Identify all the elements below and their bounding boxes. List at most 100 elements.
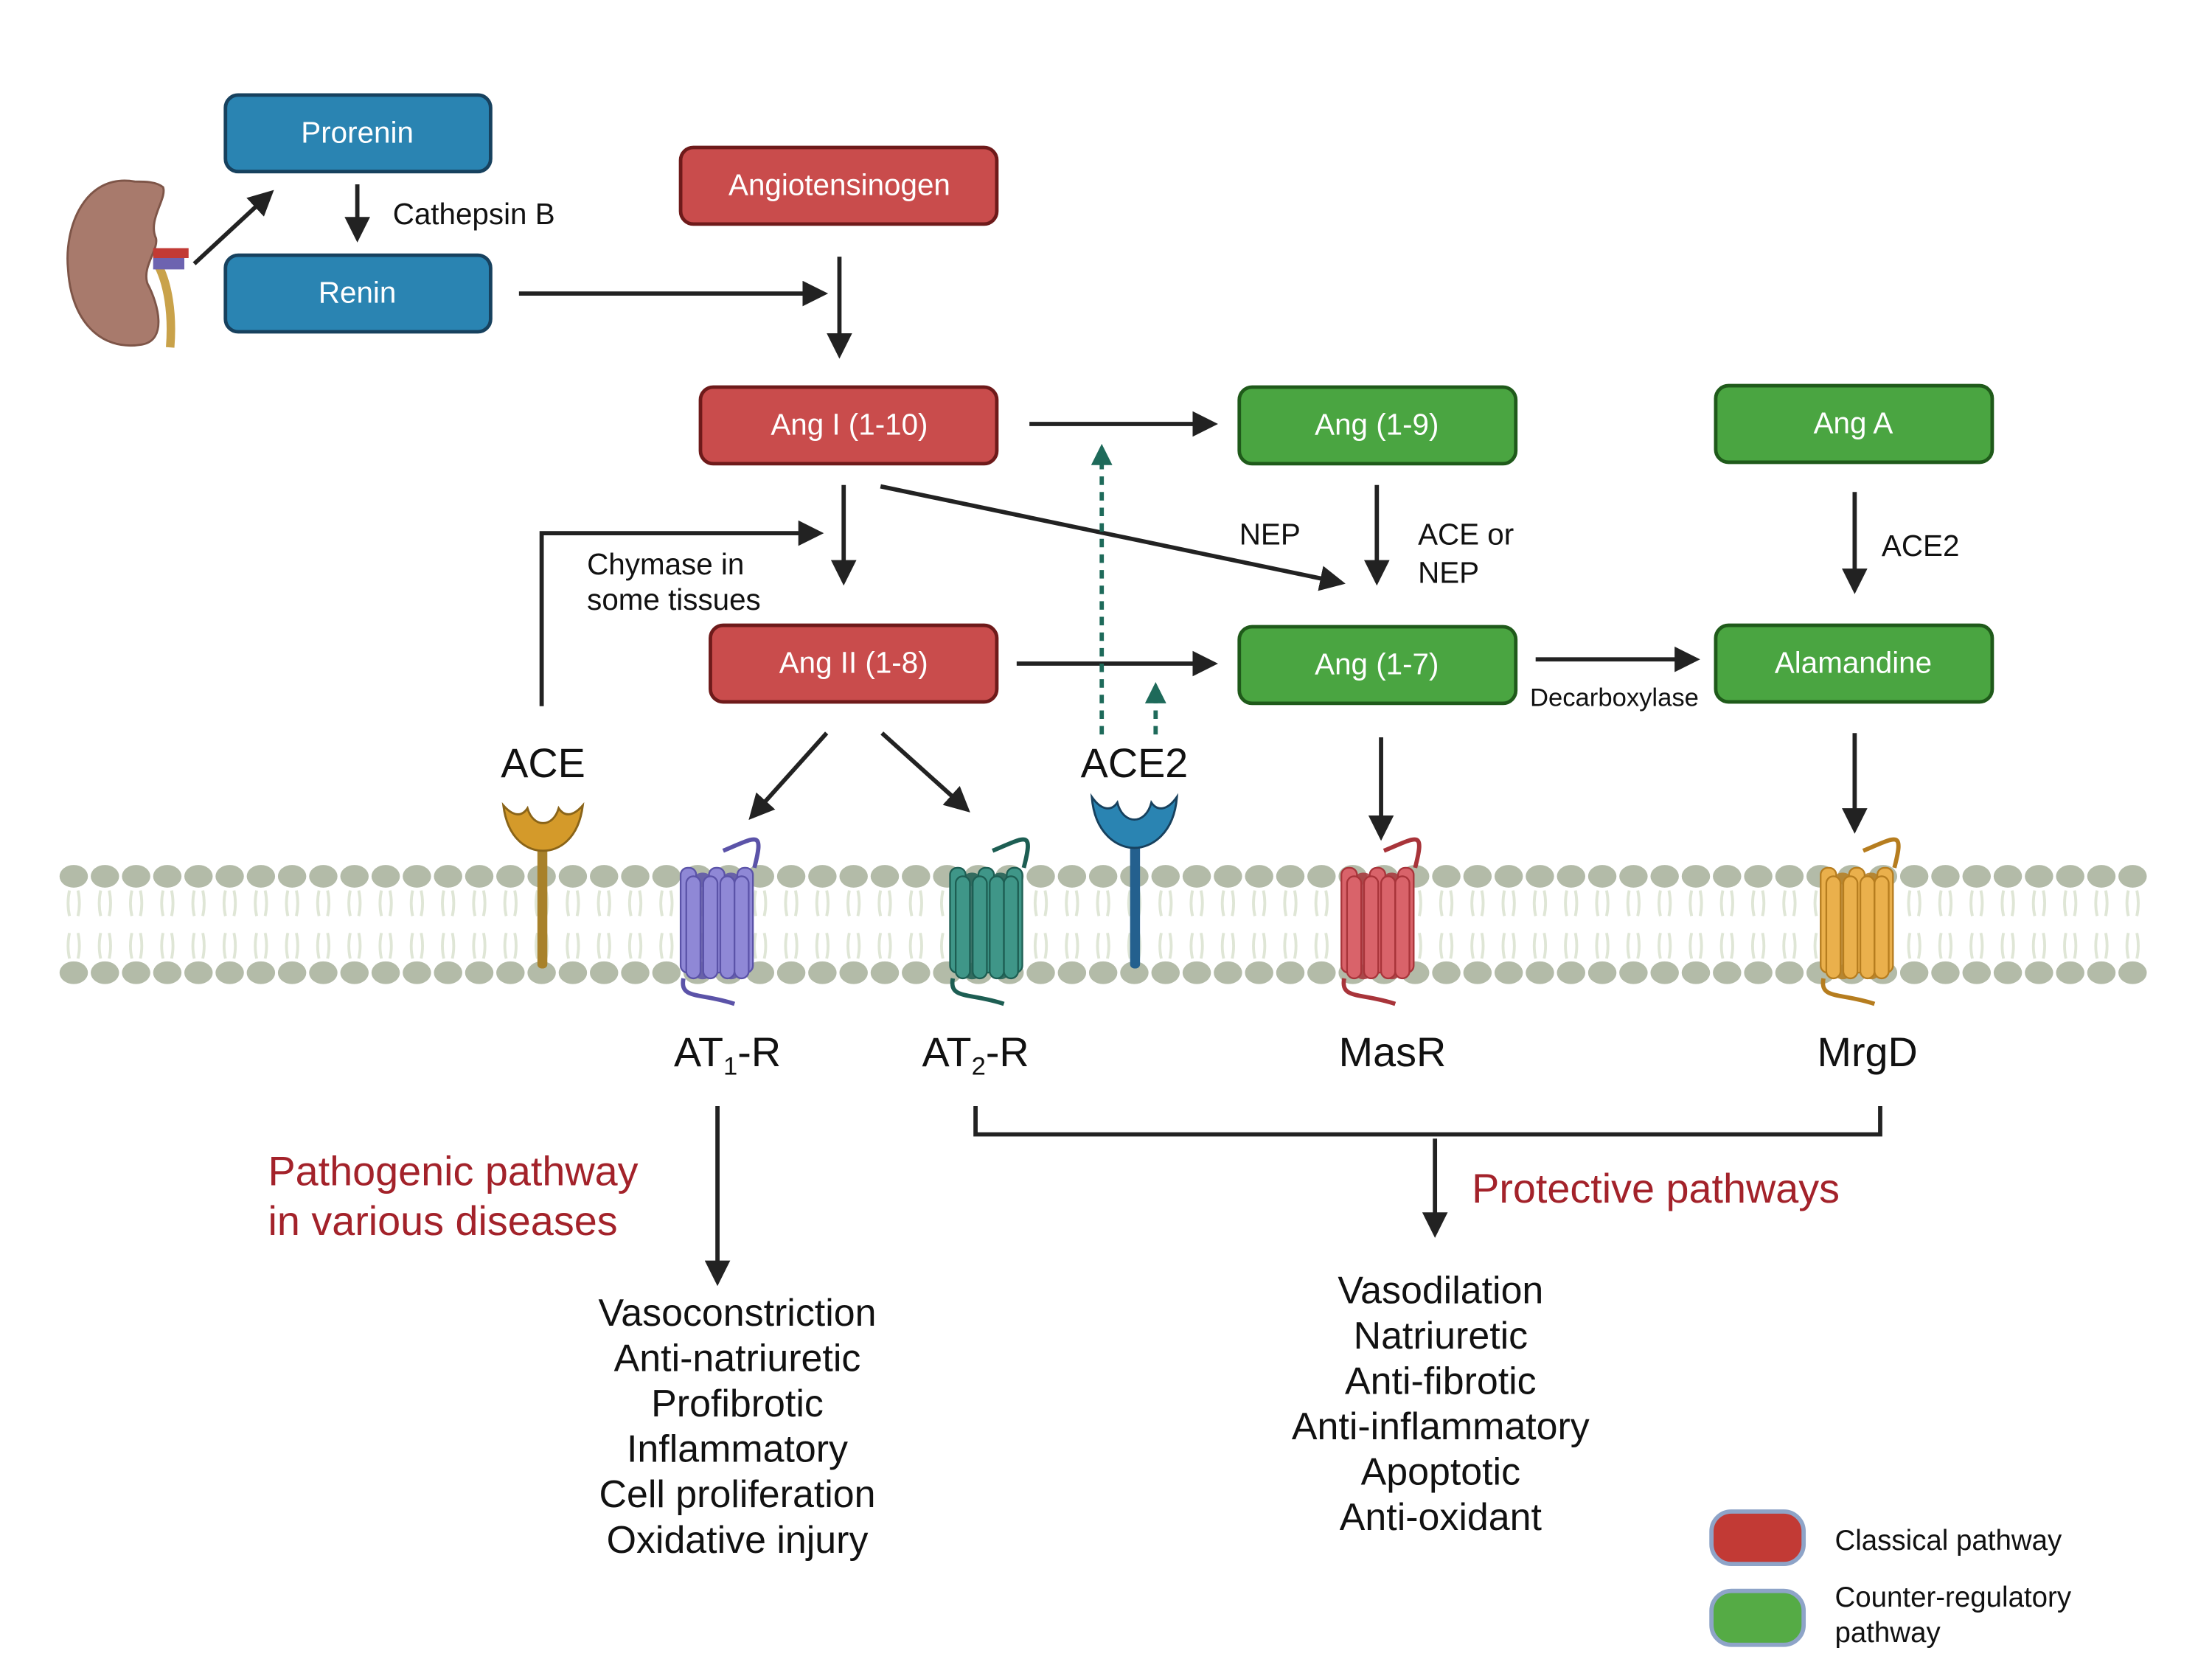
lipid-head bbox=[1214, 865, 1242, 888]
lipid-tail bbox=[566, 932, 580, 959]
lipid-tail bbox=[1719, 932, 1734, 959]
lipid-tail bbox=[846, 890, 861, 917]
box-ang19: Ang (1-9) bbox=[1237, 385, 1518, 466]
lipid-head bbox=[1962, 961, 1991, 984]
lipid-tail bbox=[1564, 932, 1579, 959]
arrow-ace-chymase bbox=[539, 520, 824, 706]
renin-label: Renin bbox=[319, 276, 397, 310]
lipid-head bbox=[1993, 961, 2023, 984]
masr-label: MasR bbox=[1339, 1029, 1447, 1075]
ace2-enzyme-label: ACE2 bbox=[1882, 529, 1959, 563]
effect-item: Oxidative injury bbox=[607, 1519, 869, 1562]
lipid-head bbox=[1931, 865, 1960, 888]
lipid-head bbox=[902, 961, 931, 984]
legend-swatch-classical bbox=[1709, 1509, 1806, 1567]
lipid-head bbox=[1214, 961, 1242, 984]
effect-item: Profibrotic bbox=[651, 1382, 824, 1425]
lipid-tail bbox=[1595, 932, 1610, 959]
pathogenic-title-1: Pathogenic pathway bbox=[268, 1149, 638, 1194]
lipid-tail bbox=[1626, 932, 1641, 959]
lipid-tail bbox=[66, 890, 81, 917]
effect-item: Anti-inflammatory bbox=[1292, 1405, 1590, 1448]
lipid-head bbox=[839, 961, 868, 984]
lipid-tail bbox=[659, 890, 674, 917]
lipid-head bbox=[1650, 961, 1679, 984]
ang19-label: Ang (1-9) bbox=[1315, 408, 1439, 442]
lipid-head bbox=[1151, 961, 1180, 984]
at2-receptor-icon bbox=[949, 837, 1030, 1006]
effect-item: Vasodilation bbox=[1338, 1269, 1543, 1312]
lipid-tail bbox=[254, 932, 268, 959]
lipid-tail bbox=[877, 890, 892, 917]
lipid-head bbox=[496, 961, 525, 984]
lipid-head bbox=[1088, 961, 1118, 984]
legend: Classical pathway Counter-regulatory pat… bbox=[1709, 1509, 2072, 1649]
legend-counter-label-2: pathway bbox=[1834, 1617, 1941, 1649]
mrgd-receptor-icon bbox=[1820, 837, 1901, 1006]
lipid-tail bbox=[285, 890, 299, 917]
lipid-head bbox=[590, 961, 619, 984]
lipid-head bbox=[1775, 865, 1804, 888]
lipid-head bbox=[1182, 865, 1211, 888]
ace-enzyme-icon bbox=[501, 801, 585, 969]
lipid-head bbox=[465, 961, 494, 984]
lipid-head bbox=[1120, 961, 1149, 984]
lipid-tail bbox=[1470, 890, 1485, 917]
lipid-head bbox=[434, 865, 462, 888]
lipid-tail bbox=[1907, 932, 1921, 959]
effect-item: Anti-natriuretic bbox=[614, 1338, 861, 1380]
ang17-label: Ang (1-7) bbox=[1315, 647, 1439, 681]
lipid-tail bbox=[1065, 932, 1079, 959]
lipid-head bbox=[1276, 961, 1305, 984]
lipid-tail bbox=[2031, 932, 2046, 959]
lipid-tail bbox=[1938, 932, 1953, 959]
lipid-head bbox=[1619, 865, 1648, 888]
lipid-tail bbox=[503, 890, 518, 917]
lipid-head bbox=[1526, 865, 1554, 888]
lipid-tail bbox=[753, 890, 768, 917]
lipid-tail bbox=[160, 932, 175, 959]
lipid-tail bbox=[1283, 932, 1298, 959]
lipid-head bbox=[808, 961, 837, 984]
effect-item: Anti-fibrotic bbox=[1345, 1360, 1537, 1402]
lipid-head bbox=[2118, 961, 2147, 984]
kidney-icon bbox=[66, 179, 189, 348]
mrgd-label: MrgD bbox=[1818, 1029, 1918, 1075]
lipid-head bbox=[59, 865, 88, 888]
lipid-tail bbox=[316, 932, 331, 959]
lipid-head bbox=[2056, 865, 2084, 888]
lipid-tail bbox=[441, 890, 456, 917]
lipid-tail bbox=[472, 890, 487, 917]
lipid-tail bbox=[1938, 890, 1953, 917]
lipid-head bbox=[870, 961, 900, 984]
legend-counter-label-1: Counter-regulatory bbox=[1834, 1582, 2071, 1613]
lipid-head bbox=[309, 865, 338, 888]
lipid-tail bbox=[1782, 932, 1797, 959]
lipid-head bbox=[902, 865, 931, 888]
lipid-tail bbox=[1688, 932, 1703, 959]
lipid-head bbox=[2087, 961, 2116, 984]
lipid-head bbox=[870, 865, 900, 888]
lipid-tail bbox=[1439, 890, 1454, 917]
lipid-tail bbox=[1096, 890, 1110, 917]
lipid-tail bbox=[129, 890, 144, 917]
lipid-tail bbox=[1501, 890, 1516, 917]
masr-receptor-icon bbox=[1340, 837, 1422, 1006]
lipid-head bbox=[122, 961, 150, 984]
lipid-tail bbox=[2063, 890, 2078, 917]
lipid-head bbox=[434, 961, 462, 984]
lipid-tail bbox=[1969, 890, 1984, 917]
nep-label: NEP bbox=[1239, 517, 1301, 551]
lipid-head bbox=[1526, 961, 1554, 984]
lipid-tail bbox=[2000, 890, 2015, 917]
lipid-tail bbox=[409, 890, 424, 917]
lipid-tail bbox=[1439, 932, 1454, 959]
lipid-head bbox=[1713, 961, 1742, 984]
lipid-tail bbox=[908, 932, 923, 959]
lipid-tail bbox=[1782, 890, 1797, 917]
lipid-tail bbox=[2094, 932, 2109, 959]
lipid-tail bbox=[1220, 890, 1235, 917]
lipid-head bbox=[309, 961, 338, 984]
protective-effects-list: VasodilationNatriureticAnti-fibroticAnti… bbox=[1292, 1269, 1590, 1539]
lipid-head bbox=[590, 865, 619, 888]
